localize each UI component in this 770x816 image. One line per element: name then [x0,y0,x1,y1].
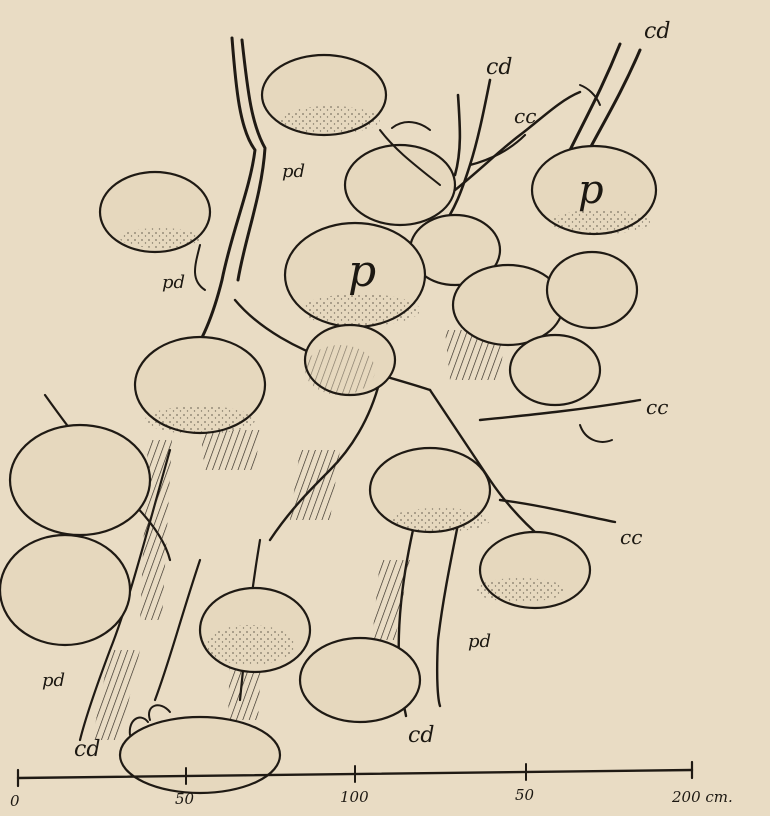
label-cd-upper: cd [486,55,512,80]
label-cc-right-lower: cc [620,525,642,549]
bulb-left-outline [10,425,150,535]
stem-main-left-outline [238,40,265,280]
label-cd-bottom-center: cd [408,723,434,748]
scale-label-0: 0 [10,792,20,810]
bulb-bottom-left [0,535,130,645]
label-cd-top: cd [644,19,670,44]
hatched-stem-mid [290,450,340,520]
label-p-right: p [578,167,604,213]
stem-cc-right-lower [500,500,615,522]
label-cc-right-upper: cc [646,395,668,419]
scale-label-200cm: 200 cm. [671,788,733,806]
scale-label-50b: 50 [515,786,535,804]
bulb-far-right [547,252,637,328]
stem-central-twig-2 [455,95,460,175]
scale-label-50: 50 [175,790,195,808]
label-cc-upper: cc [514,104,536,128]
label-cd-bottom-left: cd [74,737,100,762]
label-pd-lower-left: pd [42,670,65,691]
scale-bar: 0 50 100 50 200 cm. [10,762,733,810]
label-pd-upper: pd [282,161,305,182]
label-p-center: p [348,246,376,297]
label-pd-left: pd [162,272,185,293]
bulb-bottom-center [300,638,420,722]
scale-label-100: 100 [340,788,369,806]
hatched-stem-center [372,560,410,640]
stem-central-twig [440,80,490,230]
bulb-bottom-edge [120,717,280,793]
hatched-stem-far-left [92,650,140,740]
label-pd-lower-right: pd [468,631,491,652]
hatched-stem-under-bulb [200,430,260,470]
bulb-right-lower [510,335,600,405]
bulb-right-middle [453,265,563,345]
